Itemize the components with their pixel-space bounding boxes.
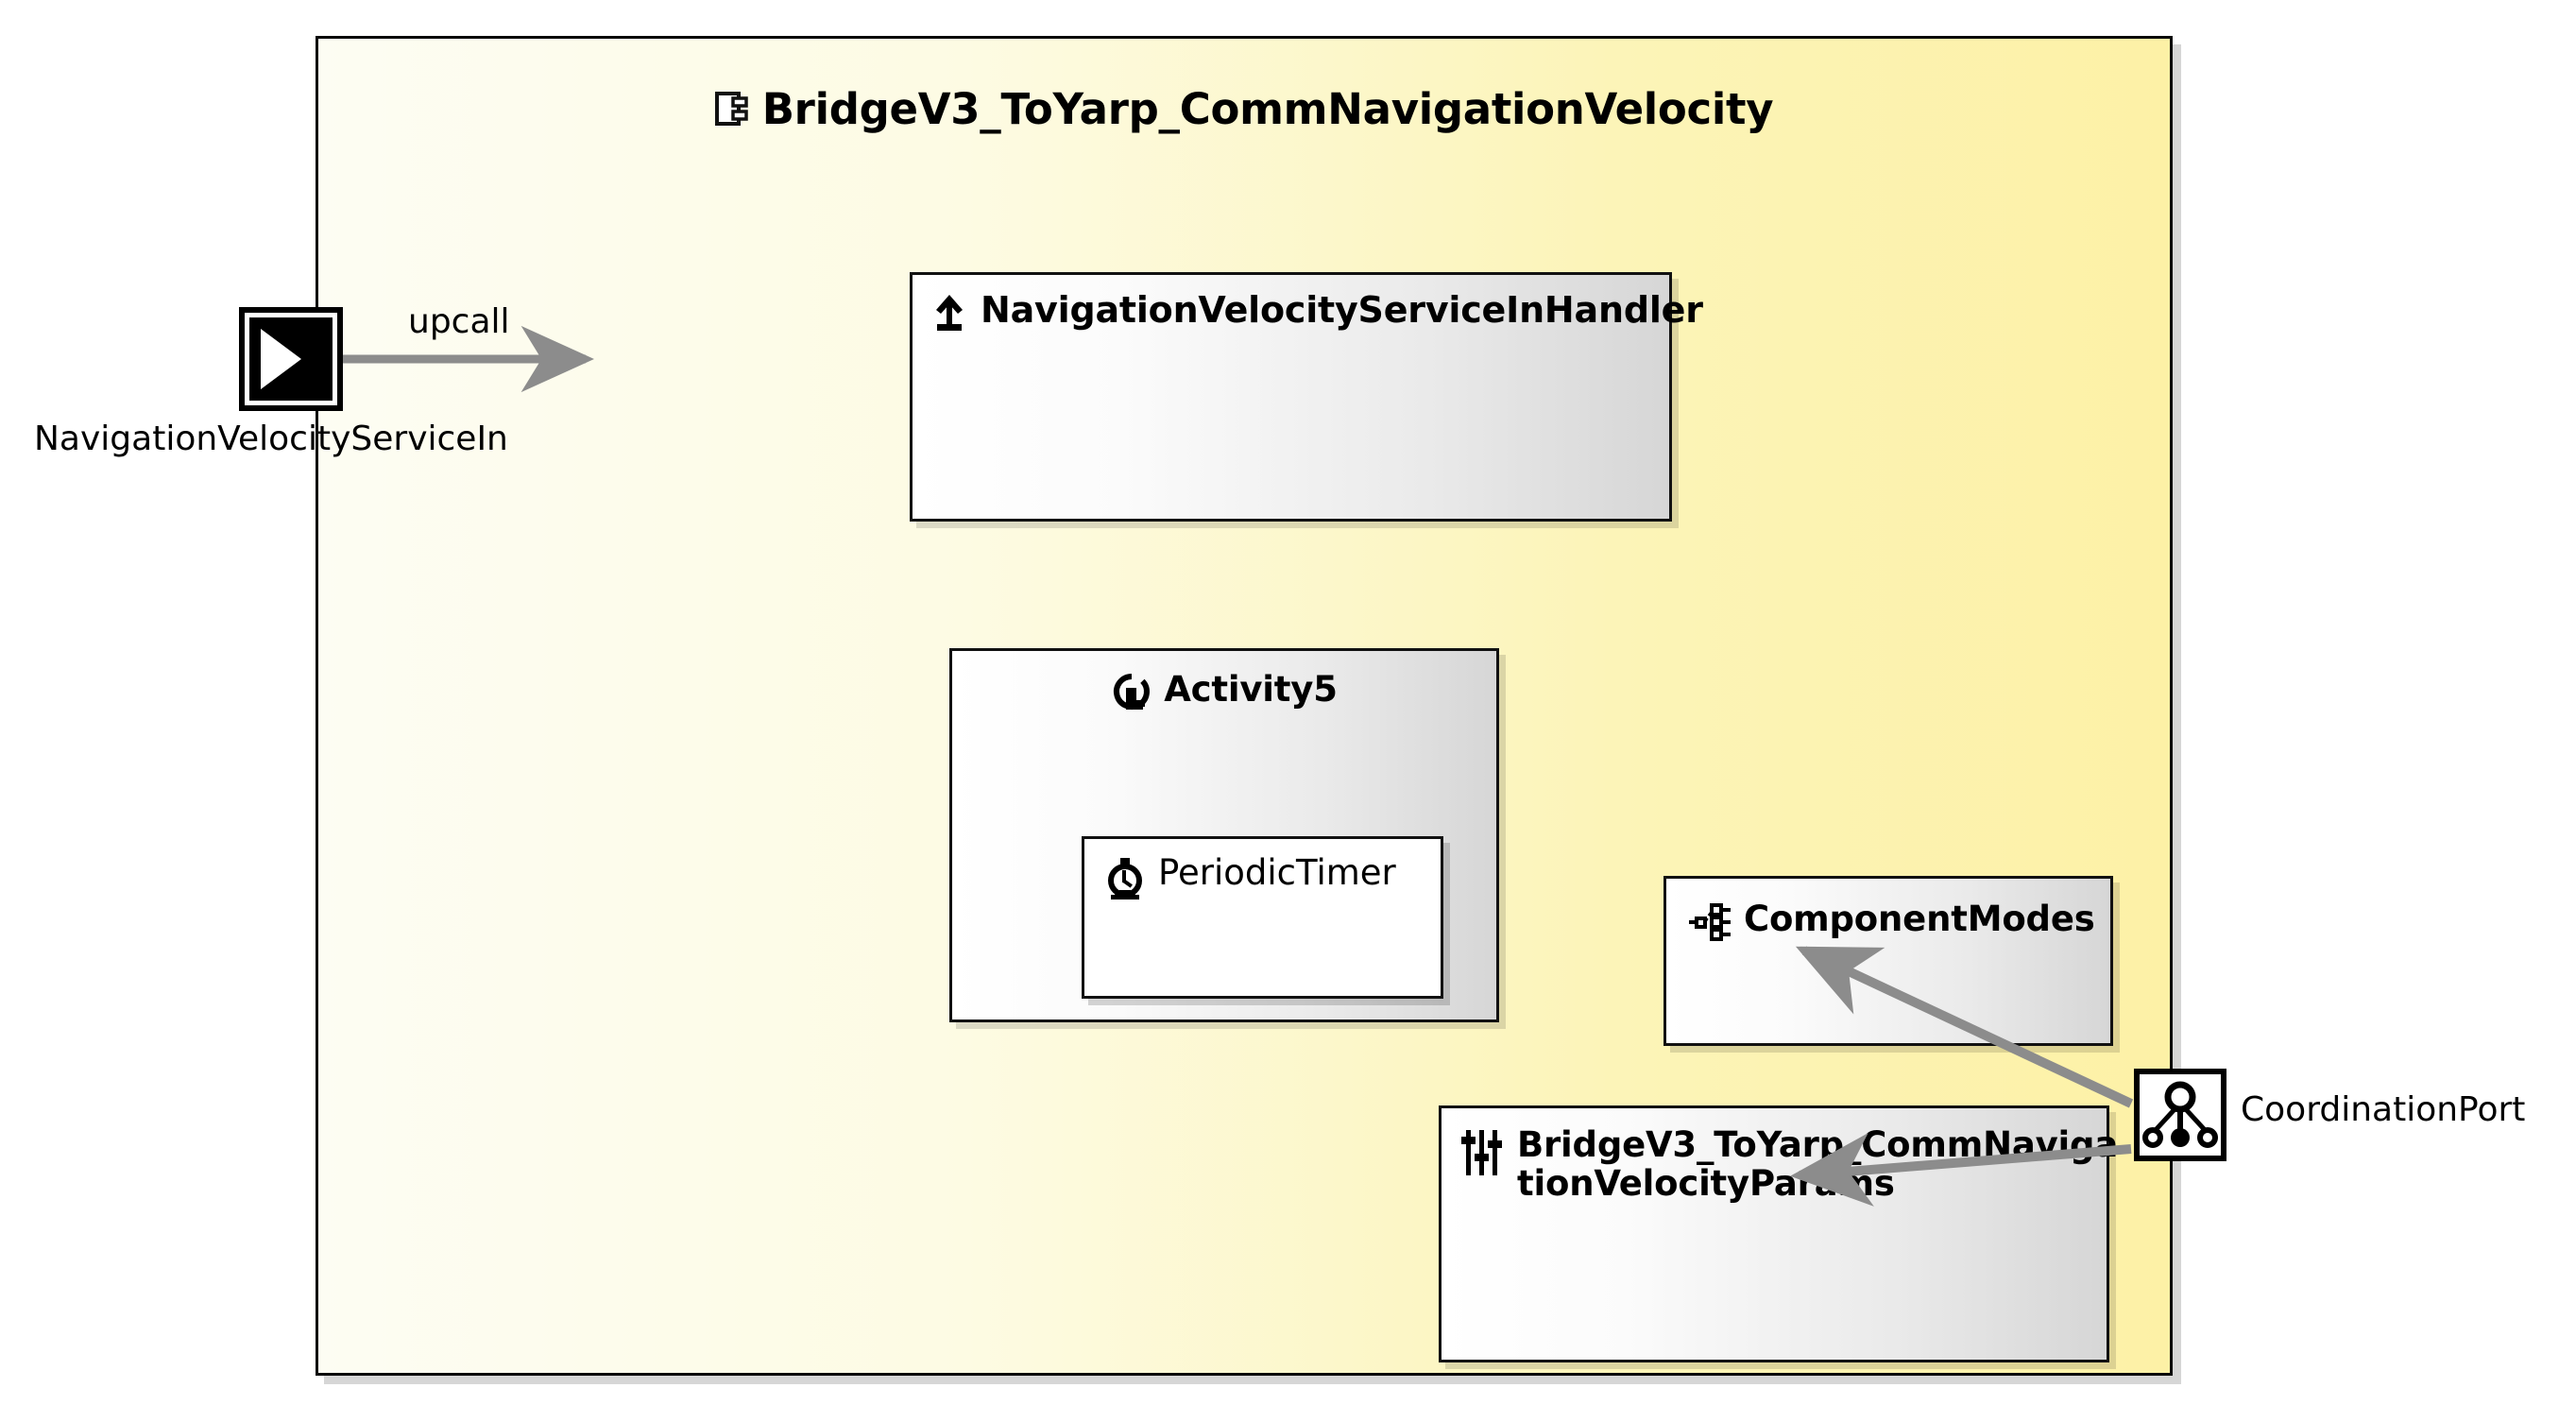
- service-in-port[interactable]: [239, 307, 343, 411]
- periodic-timer-box[interactable]: PeriodicTimer: [1082, 836, 1443, 999]
- activity-loop-icon: [1111, 672, 1152, 719]
- component-frame[interactable]: BridgeV3_ToYarp_CommNavigationVelocity N…: [316, 36, 2173, 1376]
- component-modes-box[interactable]: ComponentModes: [1663, 876, 2113, 1046]
- handler-box[interactable]: NavigationVelocityServiceInHandler: [910, 272, 1703, 522]
- coordination-port-icon: [2140, 1074, 2221, 1156]
- activity-box[interactable]: Activity5 PeriodicTimer: [949, 648, 1499, 1022]
- upcall-edge-label: upcall: [408, 302, 510, 341]
- coordination-port-label: CoordinationPort: [2241, 1090, 2526, 1129]
- component-title: BridgeV3_ToYarp_CommNavigationVelocity: [318, 84, 2170, 138]
- params-label: BridgeV3_ToYarp_CommNaviga tionVelocityP…: [1517, 1124, 2119, 1205]
- service-in-port-label: NavigationVelocityServiceIn: [34, 420, 508, 458]
- state-machine-icon: [1687, 901, 1732, 947]
- service-in-port-icon: [245, 313, 337, 405]
- component-title-text: BridgeV3_ToYarp_CommNavigationVelocity: [761, 84, 1774, 134]
- params-box[interactable]: BridgeV3_ToYarp_CommNaviga tionVelocityP…: [1439, 1105, 2118, 1362]
- activity-label: Activity5: [1164, 669, 1338, 710]
- handler-label: NavigationVelocityServiceInHandler: [981, 289, 1703, 331]
- stopwatch-icon: [1103, 856, 1147, 905]
- periodic-timer-label: PeriodicTimer: [1158, 852, 1396, 893]
- component-icon: [714, 88, 749, 138]
- upcall-handler-icon: [930, 292, 969, 339]
- coordination-port[interactable]: [2134, 1069, 2226, 1161]
- component-modes-label: ComponentModes: [1744, 899, 2095, 939]
- sliders-icon: [1460, 1127, 1506, 1184]
